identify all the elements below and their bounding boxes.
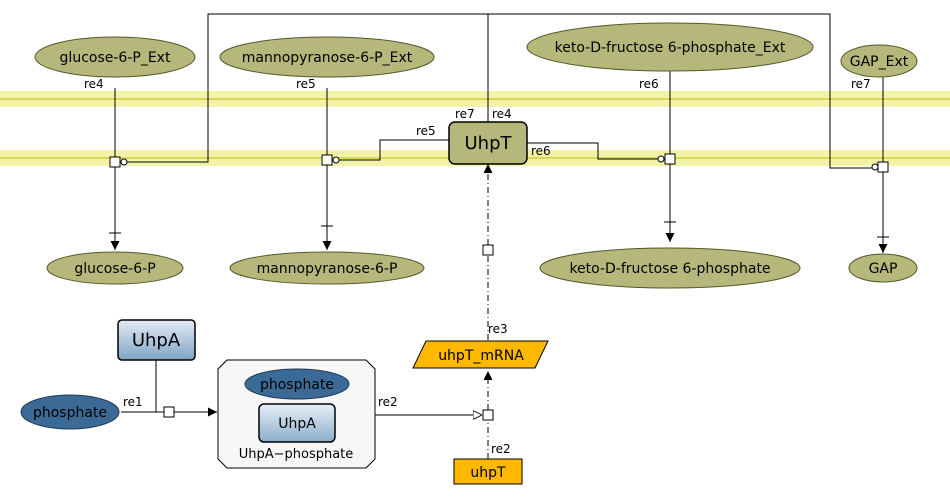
re5-modifier-circle bbox=[332, 156, 340, 164]
metabolite-keto-d-fructose-6-phosphate[interactable]: keto-D-fructose 6-phosphate bbox=[539, 247, 801, 289]
re2-process-node[interactable] bbox=[482, 409, 494, 421]
metabolite-glucose-6-p[interactable]: glucose-6-P bbox=[46, 251, 184, 285]
re1-label: re1 bbox=[123, 395, 143, 409]
ion-phosphate[interactable]: phosphate bbox=[20, 394, 120, 430]
re7-uhpt-label: re7 bbox=[455, 107, 475, 121]
re4-label: re4 bbox=[84, 77, 104, 91]
metabolite-gap-ext[interactable]: GAP_Ext bbox=[840, 44, 918, 78]
re6-uhpt-label: re6 bbox=[531, 144, 551, 158]
re4-process-node[interactable] bbox=[109, 156, 121, 168]
reaction-re7[interactable] bbox=[871, 75, 889, 253]
reaction-labels: re4 re5 re6 re7 re7 re4 re5 re6 re3 re1 … bbox=[84, 77, 871, 456]
metabolite-keto-d-fructose-6-phosphate-ext[interactable]: keto-D-fructose 6-phosphate_Ext bbox=[526, 22, 814, 72]
gap-ext-label: GAP_Ext bbox=[850, 54, 909, 70]
complex-name-label: UhpA−phosphate bbox=[239, 447, 354, 462]
reaction-re2[interactable] bbox=[375, 371, 494, 459]
complex-phosphate-label: phosphate bbox=[260, 377, 334, 393]
re4-uhpt-label: re4 bbox=[492, 107, 512, 121]
keto-d-fructose-6-phosphate-label: keto-D-fructose 6-phosphate bbox=[569, 261, 770, 277]
re5-process-node[interactable] bbox=[321, 154, 333, 166]
modifier-frame-lines bbox=[123, 13, 878, 169]
reaction-re3[interactable] bbox=[482, 164, 494, 340]
gap-label: GAP bbox=[869, 261, 898, 277]
re6-process-node[interactable] bbox=[664, 153, 676, 165]
mrna-uhpt[interactable]: uhpT_mRNA bbox=[412, 340, 549, 369]
membrane bbox=[0, 91, 950, 166]
re6-modifier-circle bbox=[657, 155, 665, 163]
uhpt-gene-label: uhpT bbox=[470, 465, 506, 481]
re3-label: re3 bbox=[488, 322, 508, 336]
reaction-re5[interactable] bbox=[321, 88, 449, 250]
re7-label: re7 bbox=[851, 77, 871, 91]
re7-modifier-circle bbox=[871, 163, 879, 171]
re3-process-node[interactable] bbox=[482, 244, 494, 256]
reaction-re1[interactable] bbox=[121, 360, 217, 418]
re7-process-node[interactable] bbox=[877, 161, 889, 173]
re2-label: re2 bbox=[378, 395, 398, 409]
uhpa-protein-label: UhpA bbox=[132, 330, 181, 351]
re5-uhpt-label: re5 bbox=[416, 124, 436, 138]
complex-uhpa-node[interactable] bbox=[258, 403, 336, 443]
glucose-6-p-ext-label: glucose-6-P_Ext bbox=[60, 50, 171, 66]
re5-label: re5 bbox=[296, 77, 316, 91]
uhpt-mrna-label: uhpT_mRNA bbox=[438, 348, 524, 364]
keto-d-fructose-6-phosphate-ext-label: keto-D-fructose 6-phosphate_Ext bbox=[555, 40, 786, 56]
reaction-re6[interactable] bbox=[527, 64, 676, 242]
mannopyranose-6-p-label: mannopyranose-6-P bbox=[257, 261, 398, 277]
re1-process-node[interactable] bbox=[163, 406, 175, 418]
re6-label: re6 bbox=[639, 77, 659, 91]
protein-uhpt[interactable]: UhpT bbox=[448, 121, 528, 165]
gene-uhpt[interactable]: uhpT bbox=[453, 458, 523, 485]
protein-uhpa[interactable]: UhpA bbox=[117, 319, 196, 361]
phosphate-label: phosphate bbox=[33, 405, 107, 421]
re2-gene-label: re2 bbox=[491, 442, 511, 456]
mannopyranose-6-p-ext-label: mannopyranose-6-P_Ext bbox=[242, 50, 413, 66]
metabolite-gap[interactable]: GAP bbox=[848, 253, 918, 283]
uhpt-protein-label: UhpT bbox=[464, 133, 512, 154]
glucose-6-p-label: glucose-6-P bbox=[74, 261, 155, 277]
metabolite-mannopyranose-6-p-ext[interactable]: mannopyranose-6-P_Ext bbox=[219, 36, 435, 78]
complex-phosphate-node[interactable] bbox=[244, 368, 350, 400]
metabolite-glucose-6-p-ext[interactable]: glucose-6-P_Ext bbox=[34, 36, 196, 78]
complex-uhpa-label: UhpA bbox=[278, 416, 316, 432]
reaction-re4[interactable] bbox=[109, 88, 128, 250]
re4-modifier-circle bbox=[120, 158, 128, 166]
metabolite-mannopyranose-6-p[interactable]: mannopyranose-6-P bbox=[229, 251, 425, 285]
complex-uhpa-phosphate[interactable]: phosphate UhpA UhpA−phosphate bbox=[217, 359, 376, 469]
